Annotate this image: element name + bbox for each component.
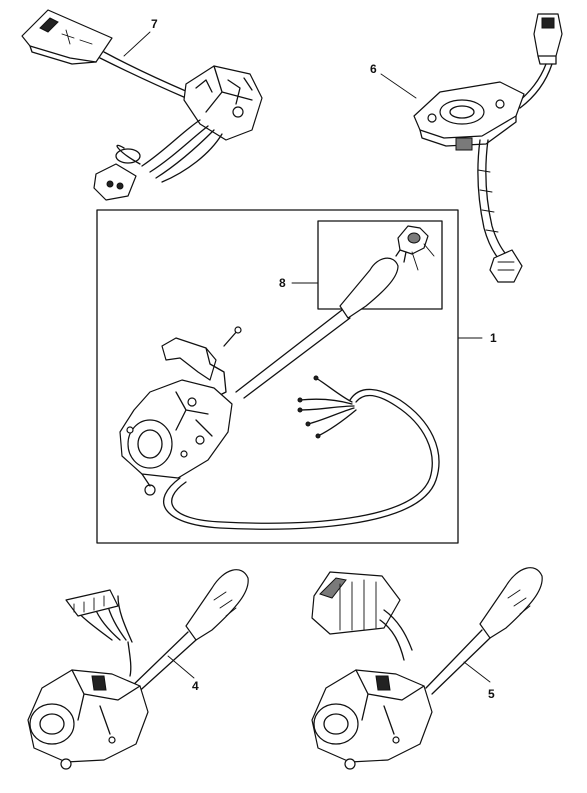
part-1-switch-assembly (119, 257, 440, 530)
callout-1: 1 (490, 331, 497, 345)
callout-4: 4 (192, 679, 199, 693)
part-5-combination-switch (311, 567, 543, 770)
callout-7: 7 (151, 17, 158, 31)
part-8-bulb-detail (395, 225, 435, 271)
kit-frame (96, 209, 459, 544)
callout-8: 8 (279, 276, 286, 290)
callout-5: 5 (488, 687, 495, 701)
detail-box-8 (317, 220, 443, 310)
part-7-switch-unit (21, 9, 263, 201)
part-4-combination-switch (27, 569, 249, 770)
callout-6: 6 (370, 62, 377, 76)
part-6-switch-plate (413, 13, 563, 283)
